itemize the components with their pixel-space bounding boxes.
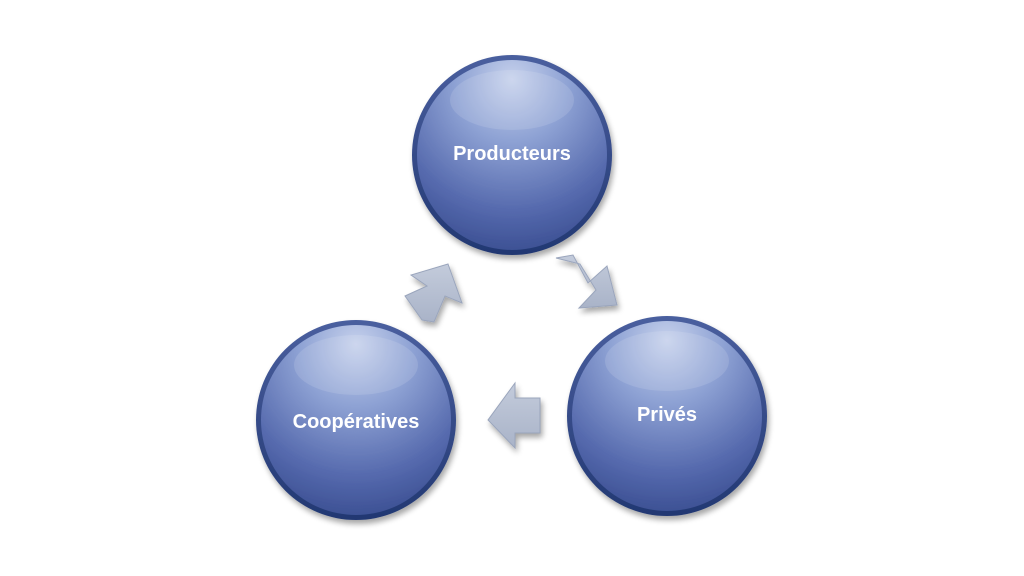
flow-arrow-producteurs-to-prives <box>555 254 618 309</box>
node-producteurs: Producteurs <box>412 55 612 255</box>
node-label-producteurs: Producteurs <box>453 143 571 165</box>
flow-arrow-prives-to-cooperatives <box>487 381 541 450</box>
node-prives: Privés <box>567 316 767 516</box>
flow-arrow-cooperatives-to-producteurs <box>404 263 463 323</box>
node-cooperatives: Coopératives <box>256 320 456 520</box>
node-label-prives: Privés <box>637 404 697 426</box>
node-label-cooperatives: Coopératives <box>293 411 420 433</box>
